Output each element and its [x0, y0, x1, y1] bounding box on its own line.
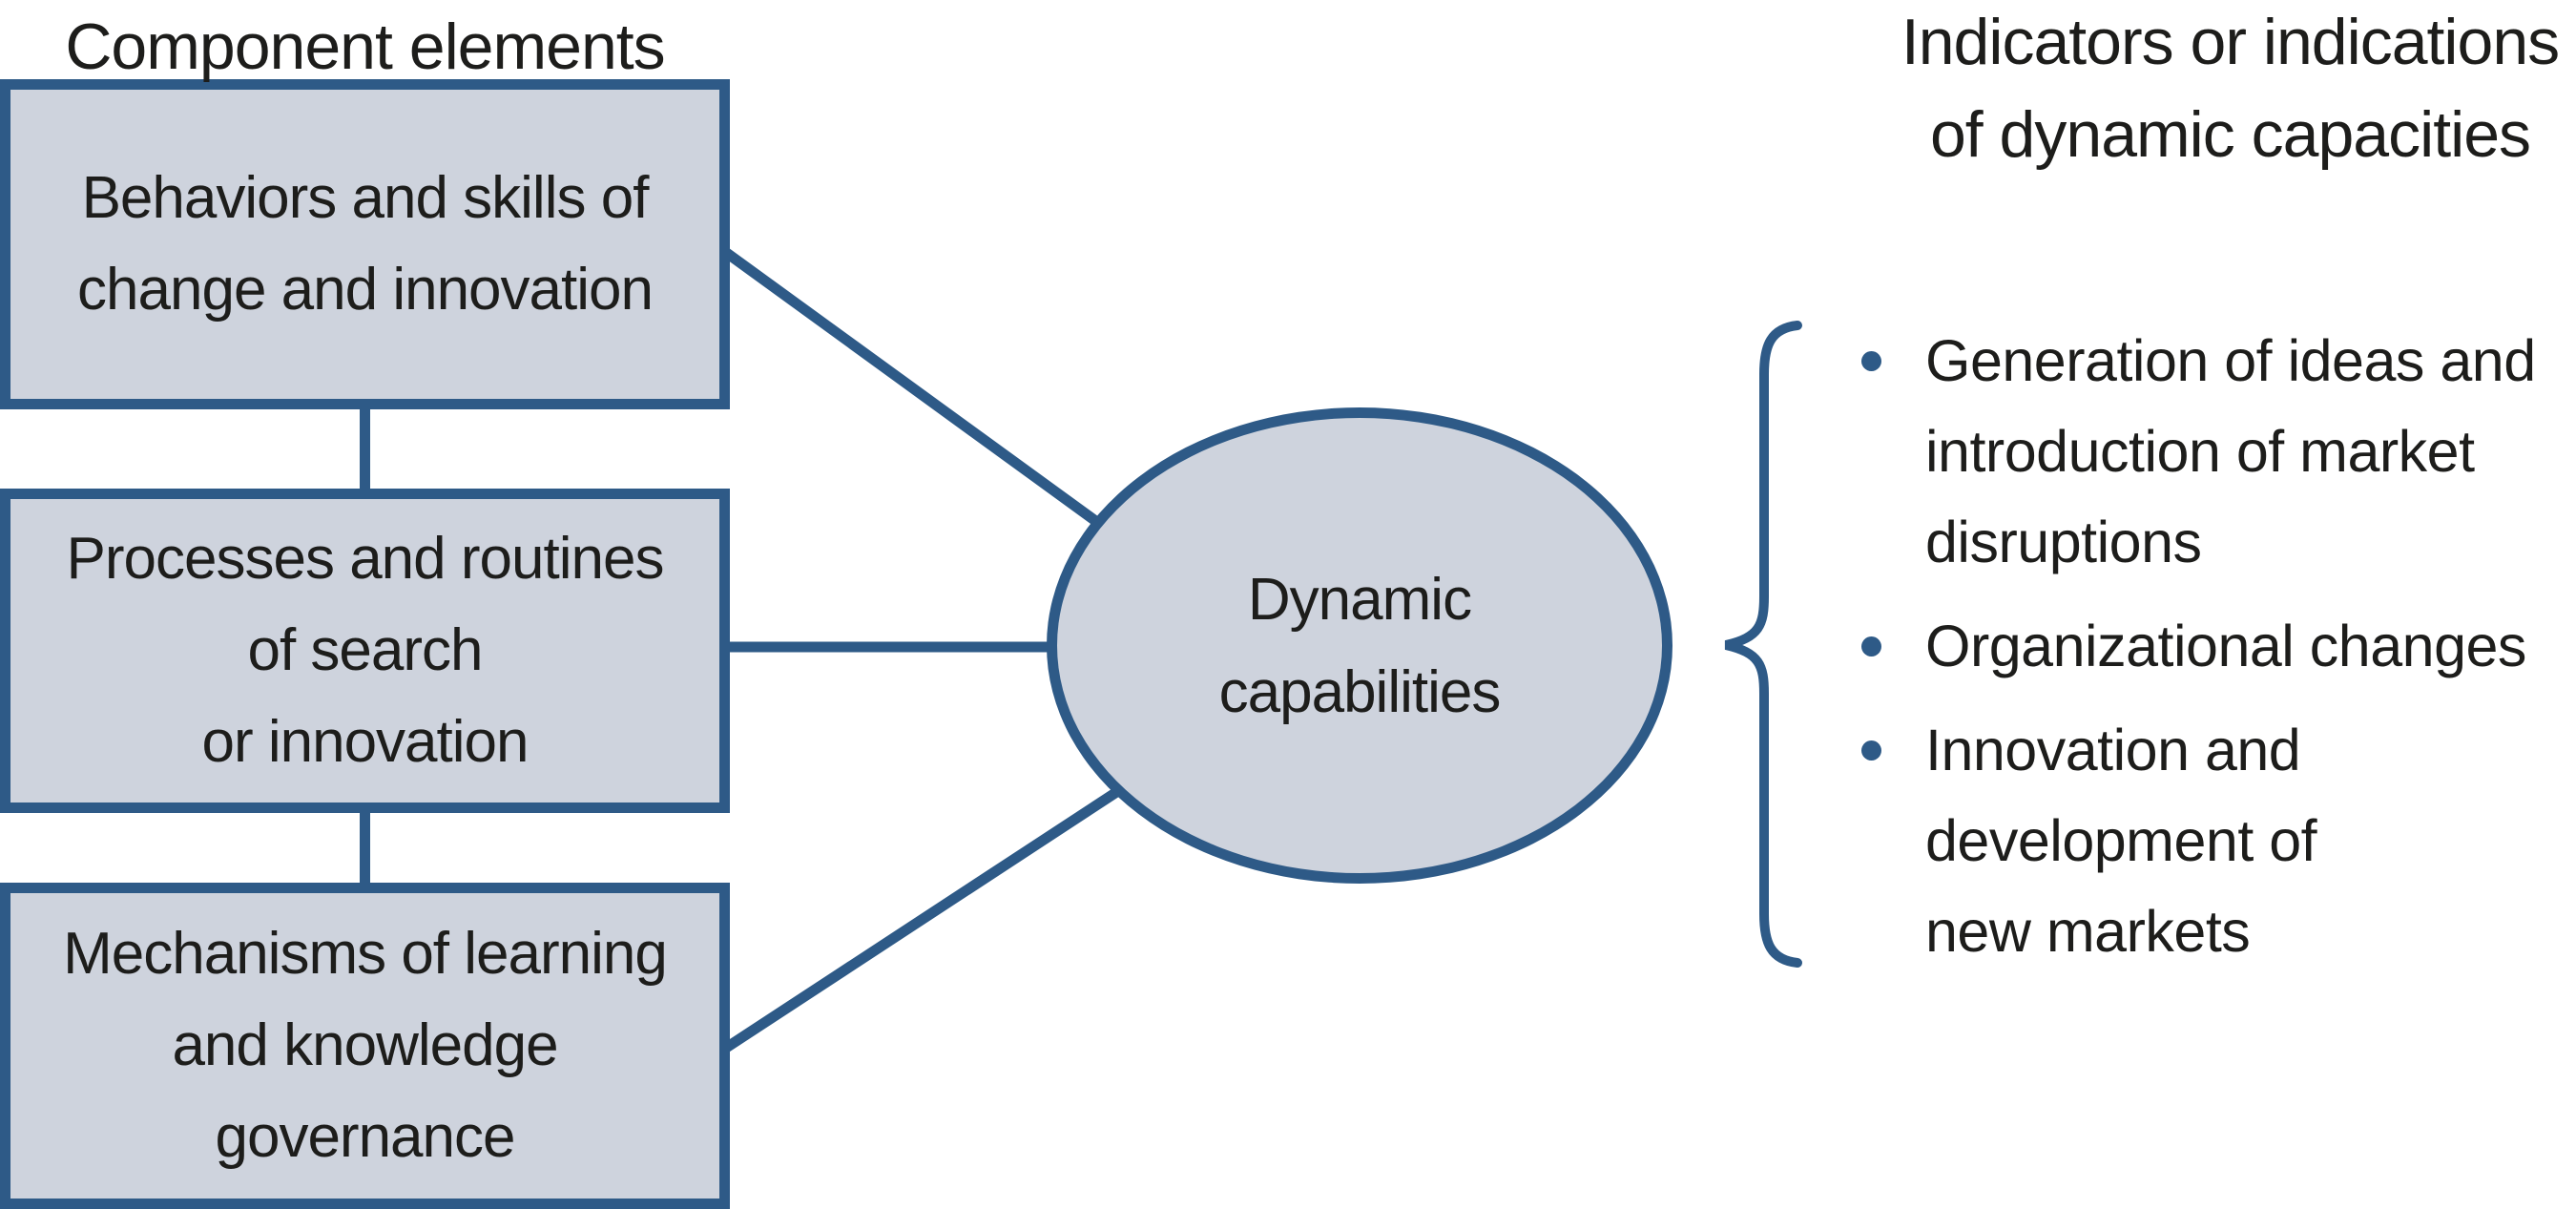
list-item: Innovation and development of new market… [1841, 705, 2576, 977]
component-box-behaviors: Behaviors and skills of change and innov… [0, 79, 730, 409]
box-label-line: governance [215, 1104, 515, 1170]
list-item-line: new markets [1925, 899, 2251, 964]
list-item-line: Innovation and [1925, 718, 2301, 782]
right-column-title: Indicators or indications of dynamic cap… [1889, 0, 2571, 181]
ellipse-label-line: capabilities [1218, 658, 1502, 725]
box-label-line: Behaviors and skills of [81, 165, 650, 231]
box-label-line: or innovation [201, 709, 529, 775]
box-label-line: of search [247, 617, 483, 683]
curly-brace-icon [1724, 321, 1802, 968]
dynamic-capabilities-node: Dynamic capabilities [1047, 407, 1672, 884]
connector-line-top [714, 241, 1168, 575]
right-column-title-line-1: Indicators or indications [1901, 6, 2560, 78]
component-box-processes: Processes and routines of search or inno… [0, 489, 730, 813]
box-label-line: change and innovation [77, 257, 654, 323]
connector-line-bottom [714, 750, 1177, 1058]
bullet-dot-icon [1861, 351, 1881, 371]
list-item-line: disruptions [1925, 510, 2202, 574]
list-item-line: Generation of ideas and [1925, 328, 2536, 393]
ellipse-label-line: Dynamic [1247, 566, 1472, 633]
box-label-line: and knowledge [172, 1012, 558, 1078]
box-label-line: Mechanisms of learning [63, 921, 668, 987]
list-item-line: Organizational changes [1925, 614, 2526, 678]
list-item: Organizational changes [1841, 601, 2576, 692]
bullet-dot-icon [1861, 740, 1881, 761]
indicators-list: Generation of ideas and introduction of … [1841, 316, 2576, 990]
left-column-title: Component elements [65, 10, 665, 83]
component-box-mechanisms: Mechanisms of learning and knowledge gov… [0, 883, 730, 1209]
list-item: Generation of ideas and introduction of … [1841, 316, 2576, 588]
right-column-title-line-2: of dynamic capacities [1929, 98, 2531, 171]
vertical-connector-2 [360, 811, 370, 886]
bullet-dot-icon [1861, 636, 1881, 657]
list-item-line: development of [1925, 808, 2317, 873]
list-item-line: introduction of market [1925, 419, 2475, 484]
vertical-connector-1 [360, 407, 370, 491]
box-label-line: Processes and routines [66, 526, 665, 592]
